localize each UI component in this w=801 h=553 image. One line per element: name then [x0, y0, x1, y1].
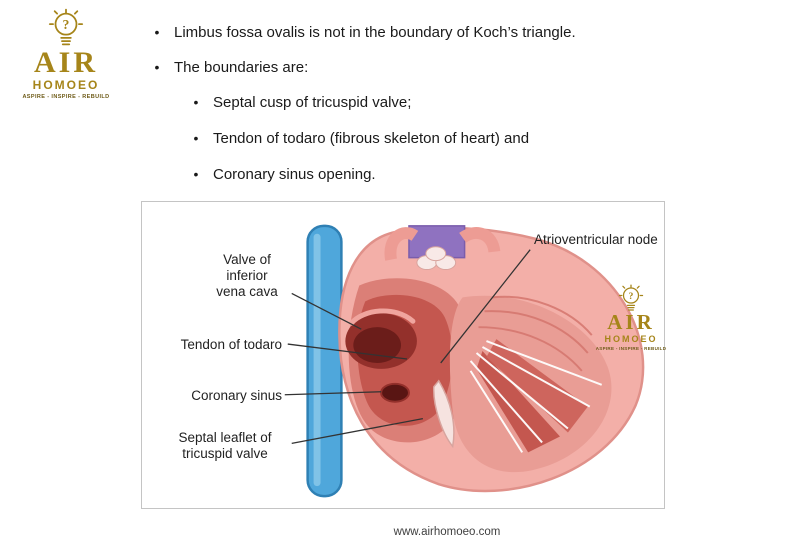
label-pointer-lines	[284, 249, 531, 445]
bullet-text: The boundaries are:	[174, 59, 309, 76]
heart-cross-section-illustration	[284, 224, 645, 498]
bullet-item: • Limbus fossa ovalis is not in the boun…	[150, 22, 786, 43]
bullet-dot: •	[193, 94, 199, 110]
logo-word: HOMOEO	[604, 334, 658, 344]
bullet-text: Tendon of todaro (fibrous skeleton of he…	[213, 130, 530, 147]
heart-figure: Atrioventricular node Valve of inferior …	[141, 201, 666, 509]
lightbulb-question-icon: ?	[48, 8, 84, 46]
bullet-dot: •	[154, 59, 160, 75]
label-septal-leaflet: Septal leaflet of tricuspid valve	[178, 430, 272, 461]
air-homoeo-watermark-logo: ? AIR HOMOEO ASPIRE - INSPIRE - REBUILD	[592, 284, 670, 351]
label-coronary-sinus: Coronary sinus	[191, 388, 282, 403]
bullet-dot: •	[193, 166, 199, 182]
chordae-tendineae	[469, 340, 603, 453]
logo-name: AIR	[33, 46, 98, 79]
bullet-item: • The boundaries are:	[150, 57, 786, 78]
question-mark-glyph: ?	[63, 17, 70, 32]
label-tendon-of-todaro: Tendon of todaro	[180, 337, 282, 352]
label-atrioventricular-node: Atrioventricular node	[534, 232, 658, 247]
bullet-dot: •	[154, 24, 160, 40]
logo-tagline: ASPIRE - INSPIRE - REBUILD	[22, 94, 110, 100]
logo-name: AIR	[607, 310, 655, 334]
bullet-dot: •	[193, 130, 199, 146]
bullet-item: • Tendon of todaro (fibrous skeleton of …	[189, 128, 786, 149]
footer-url: www.airhomoeo.com	[393, 526, 501, 538]
bullet-item: • Coronary sinus opening.	[189, 164, 786, 185]
bullet-item: • Septal cusp of tricuspid valve;	[189, 92, 786, 113]
bullet-text: Septal cusp of tricuspid valve;	[213, 94, 412, 111]
bullet-text: Coronary sinus opening.	[213, 166, 376, 183]
vena-cava-vessel	[306, 224, 343, 498]
coronary-sinus-opening	[380, 382, 410, 403]
logo-word: HOMOEO	[32, 78, 100, 92]
bullet-text: Limbus fossa ovalis is not in the bounda…	[174, 24, 576, 41]
air-homoeo-logo: ? AIR HOMOEO ASPIRE - INSPIRE - REBUILD	[18, 8, 114, 100]
septal-leaflet-shape	[433, 379, 455, 449]
logo-tagline: ASPIRE - INSPIRE - REBUILD	[595, 346, 667, 351]
aortic-valve-leaflets	[416, 246, 457, 271]
label-valve-of-ivc: Valve of inferior vena cava	[216, 252, 278, 299]
question-mark-glyph: ?	[629, 291, 634, 302]
bullet-list: • Limbus fossa ovalis is not in the boun…	[150, 22, 786, 200]
lightbulb-question-icon: ?	[618, 284, 644, 311]
